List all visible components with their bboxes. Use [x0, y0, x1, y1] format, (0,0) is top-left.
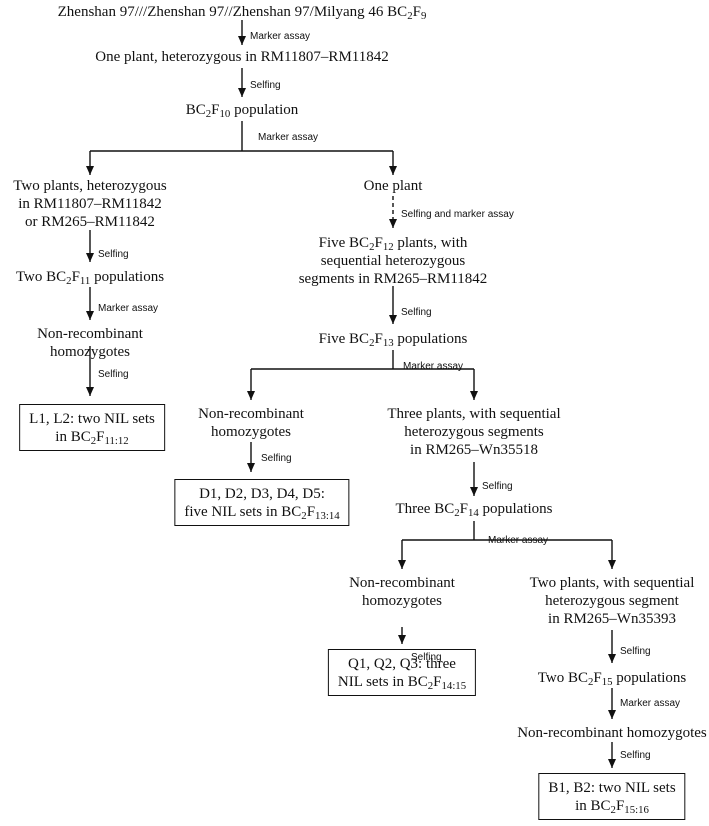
node-line: Two plants, with sequential — [529, 575, 695, 591]
node-line: Five BC2F12 plants, with — [318, 235, 468, 254]
subscript: 2 — [369, 241, 375, 254]
node-line: Q1, Q2, Q3: three — [348, 656, 456, 672]
node-line: in BC2F15:16 — [575, 798, 649, 817]
flow-node: One plant, heterozygous in RM11807–RM118… — [95, 48, 388, 66]
step-label: Marker assay — [403, 361, 464, 372]
flow-node: One plant — [364, 177, 423, 195]
flow-node: Two BC2F11 populations — [15, 268, 165, 288]
node-line: Zhenshan 97///Zhenshan 97//Zhenshan 97/M… — [57, 4, 427, 23]
node-line: heterozygous segments — [404, 424, 544, 440]
node-line: Five BC2F13 populations — [318, 331, 468, 350]
subscript: 10 — [219, 108, 231, 121]
flow-node: Non-recombinant homozygotes — [37, 325, 143, 361]
subscript: 2 — [205, 108, 212, 121]
node-line: heterozygous segment — [545, 593, 679, 609]
step-label: Selfing — [620, 646, 651, 657]
node-line: in BC2F11:12 — [55, 429, 129, 448]
node-line: Two BC2F15 populations — [537, 670, 687, 689]
step-label: Marker assay — [620, 698, 681, 709]
node-line: Three BC2F14 populations — [395, 501, 553, 520]
step-label: Marker assay — [98, 303, 159, 314]
subscript: 14 — [467, 507, 479, 520]
subscript: 13:14 — [315, 510, 340, 523]
node-line: D1, D2, D3, D4, D5: — [199, 486, 325, 502]
node-line: One plant, heterozygous in RM11807–RM118… — [95, 49, 389, 65]
node-line: L1, L2: two NIL sets — [29, 411, 155, 427]
step-label: Selfing — [620, 750, 651, 761]
step-label: Marker assay — [250, 31, 311, 42]
nil-set-box: B1, B2: two NIL sets in BC2F15:16 — [538, 773, 686, 820]
flow-node: Two BC2F15 populations — [537, 669, 687, 689]
node-line: in RM265–Wn35518 — [410, 442, 538, 458]
subscript: 13 — [382, 337, 394, 350]
subscript: 2 — [66, 275, 72, 288]
flow-node: Three BC2F14 populations — [395, 500, 553, 520]
subscript: 15:16 — [624, 804, 649, 817]
node-line: B1, B2: two NIL sets — [548, 780, 676, 796]
node-line: Two plants, heterozygous — [13, 178, 167, 194]
step-label: Selfing — [261, 453, 292, 464]
subscript: 12 — [382, 241, 394, 254]
subscript: 14:15 — [441, 680, 467, 693]
node-line: homozygotes — [362, 593, 442, 609]
node-line: five NIL sets in BC2F13:14 — [184, 504, 340, 523]
step-label: Marker assay — [488, 535, 549, 546]
nil-set-box: L1, L2: two NIL sets in BC2F11:12 — [19, 404, 165, 451]
node-line: Non-recombinant — [349, 575, 455, 591]
node-line: BC2F10 population — [185, 102, 299, 121]
flow-node: Non-recombinant homozygotes — [349, 574, 455, 610]
node-line: in RM265–Wn35393 — [548, 611, 676, 627]
step-label: Selfing — [250, 80, 281, 91]
node-line: homozygotes — [211, 424, 291, 440]
node-line: Non-recombinant — [37, 326, 143, 342]
node-line: homozygotes — [50, 344, 130, 360]
node-line: segments in RM265–RM11842 — [298, 271, 488, 287]
step-label: Selfing — [401, 307, 432, 318]
node-line: One plant — [363, 178, 423, 194]
flow-node: BC2F10 population — [185, 101, 299, 121]
subscript: 2 — [610, 804, 616, 817]
subscript: 9 — [420, 10, 427, 23]
flow-node: Non-recombinant homozygotes — [517, 724, 707, 742]
node-line: in RM11807–RM11842 — [18, 196, 162, 212]
flow-node: Zhenshan 97///Zhenshan 97//Zhenshan 97/M… — [57, 3, 427, 23]
subscript: 2 — [90, 435, 97, 448]
node-line: Three plants, with sequential — [387, 406, 561, 422]
flow-node: Two plants, with sequential heterozygous … — [530, 574, 695, 628]
step-label: Selfing — [411, 652, 442, 663]
subscript: 11 — [79, 275, 91, 288]
node-line: Two BC2F11 populations — [15, 269, 165, 288]
node-line: Non-recombinant homozygotes — [517, 725, 707, 741]
node-line: sequential heterozygous — [320, 253, 466, 269]
node-line: or RM265–RM11842 — [25, 214, 155, 230]
subscript: 2 — [587, 676, 594, 689]
subscript: 15 — [601, 676, 613, 689]
flow-node: Three plants, with sequential heterozygou… — [387, 405, 560, 459]
flow-node: Non-recombinant homozygotes — [198, 405, 304, 441]
subscript: 2 — [427, 680, 434, 693]
flow-node: Five BC2F13 populations — [318, 330, 468, 350]
step-label: Selfing — [482, 481, 513, 492]
subscript: 2 — [301, 510, 307, 523]
flow-node: Two plants, heterozygous in RM11807–RM118… — [13, 177, 167, 231]
subscript: 2 — [454, 507, 460, 520]
step-label: Marker assay — [258, 132, 319, 143]
subscript: 2 — [407, 10, 413, 23]
nil-set-box: D1, D2, D3, D4, D5: five NIL sets in BC2F… — [174, 479, 350, 526]
step-label: Selfing and marker assay — [401, 209, 514, 220]
node-line: NIL sets in BC2F14:15 — [337, 674, 467, 693]
subscript: 2 — [369, 337, 375, 350]
node-line: Non-recombinant — [198, 406, 304, 422]
step-label: Selfing — [98, 369, 129, 380]
subscript: 11:12 — [104, 435, 129, 448]
step-label: Selfing — [98, 249, 129, 260]
